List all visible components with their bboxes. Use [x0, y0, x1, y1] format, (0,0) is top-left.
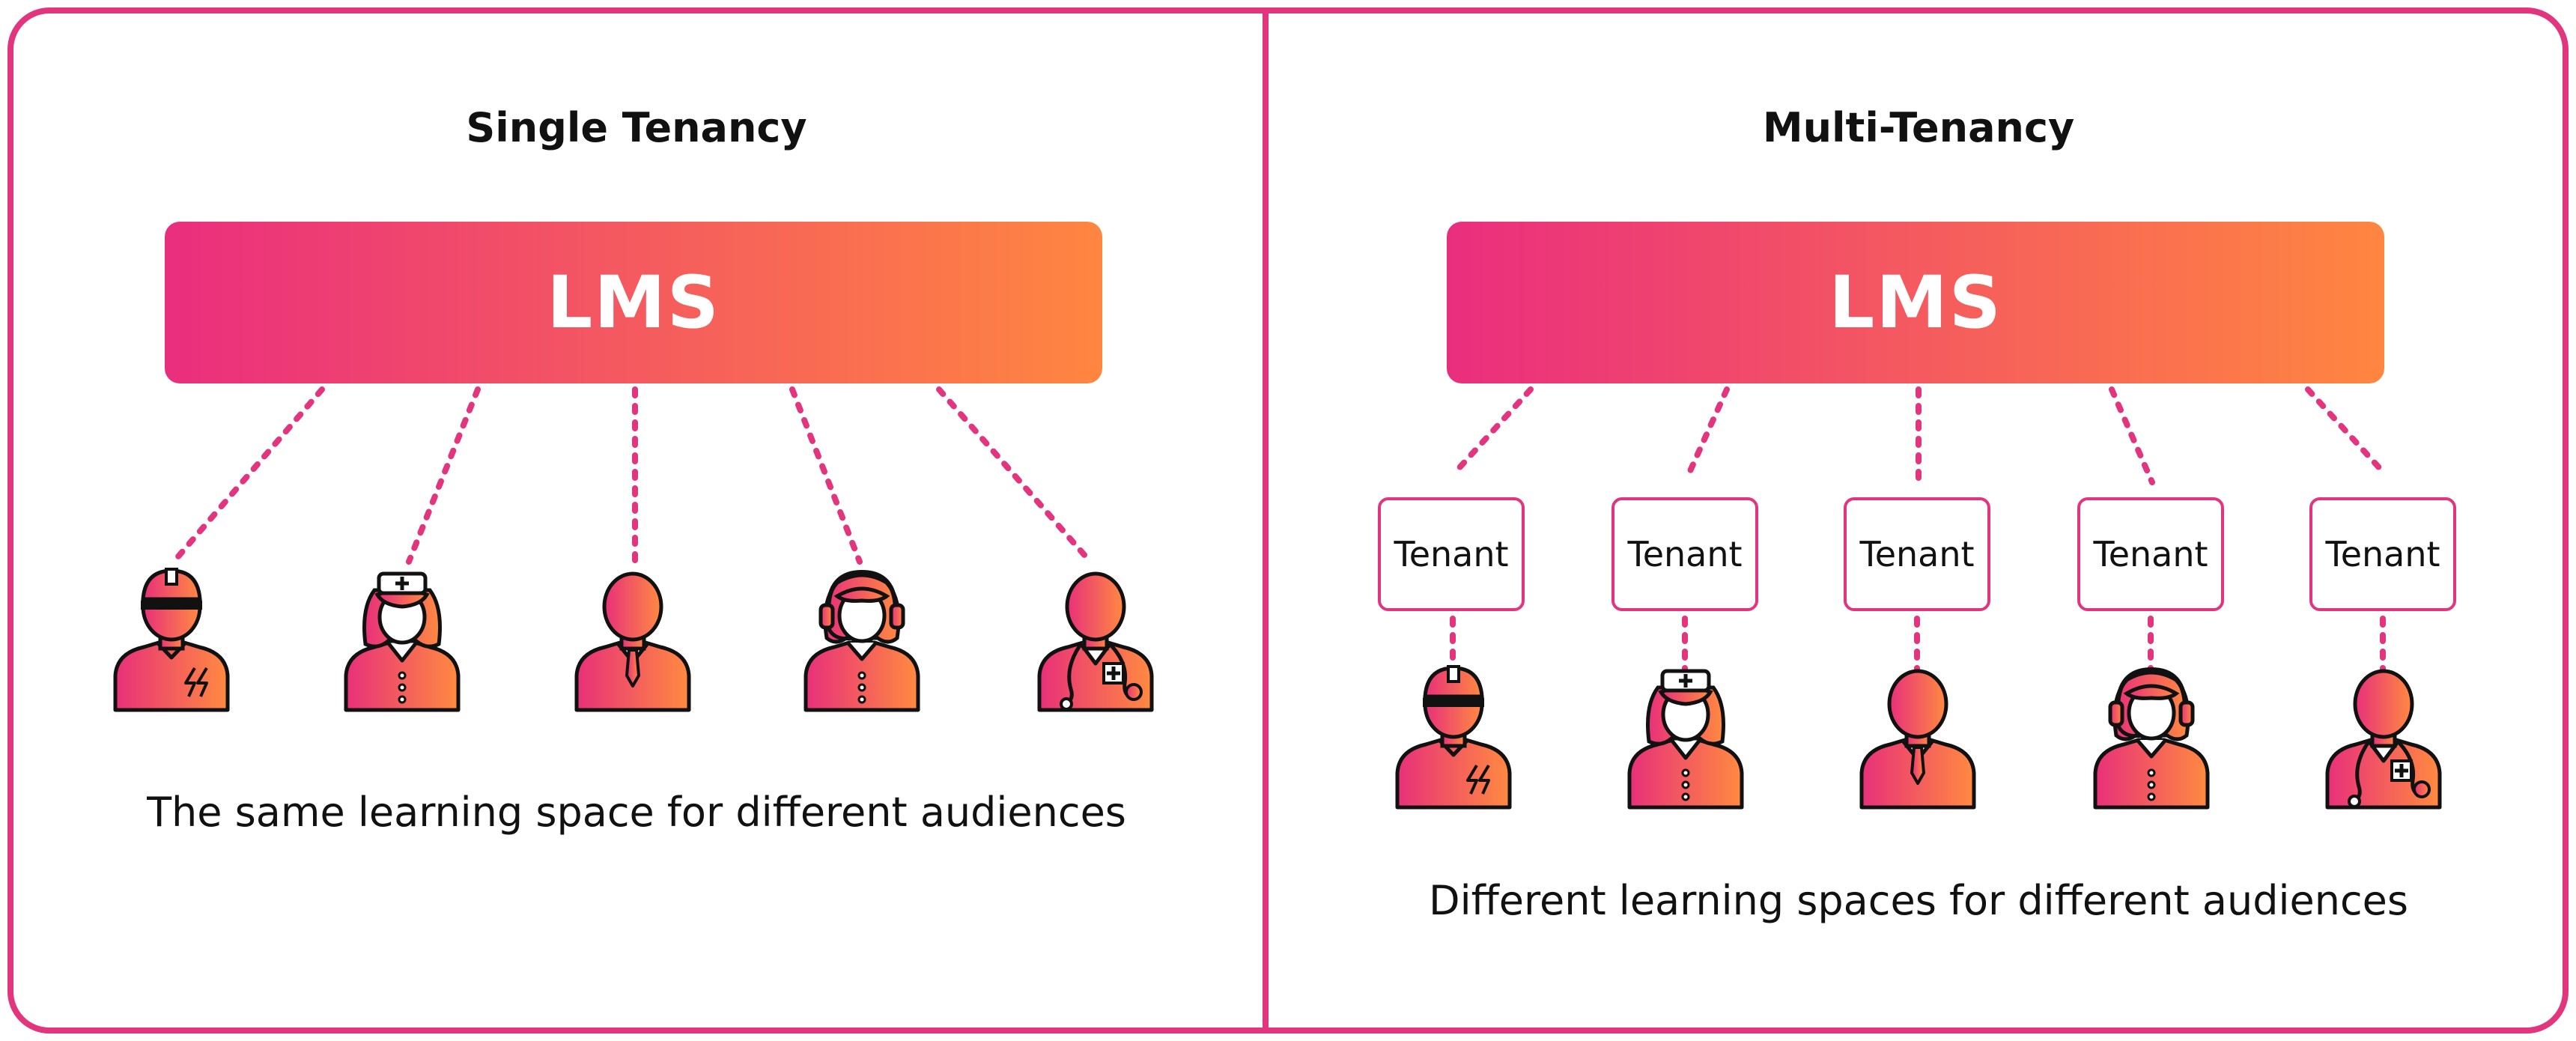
right-panel-title: Multi-Tenancy	[1762, 103, 2075, 151]
businessman-icon	[1854, 661, 1981, 810]
electrician-icon	[1390, 661, 1517, 810]
tenant-box: Tenant	[2309, 497, 2456, 611]
left-panel-caption: The same learning space for different au…	[147, 788, 1126, 836]
left-lms-bar: LMS	[165, 222, 1102, 383]
tenant-box: Tenant	[1611, 497, 1758, 611]
right-panel-caption: Different learning spaces for different …	[1429, 876, 2408, 924]
right-lms-bar: LMS	[1447, 222, 2384, 383]
nurse-icon	[1622, 661, 1749, 810]
electrician-icon	[108, 563, 235, 713]
support-agent-icon	[2088, 661, 2215, 810]
doctor-icon	[2320, 661, 2447, 810]
tenant-box: Tenant	[1844, 497, 1990, 611]
tenant-box: Tenant	[1378, 497, 1525, 611]
businessman-icon	[569, 563, 696, 713]
doctor-icon	[1032, 563, 1159, 713]
left-panel-title: Single Tenancy	[466, 103, 807, 151]
support-agent-icon	[798, 563, 926, 713]
nurse-icon	[338, 563, 466, 713]
tenant-box: Tenant	[2077, 497, 2224, 611]
